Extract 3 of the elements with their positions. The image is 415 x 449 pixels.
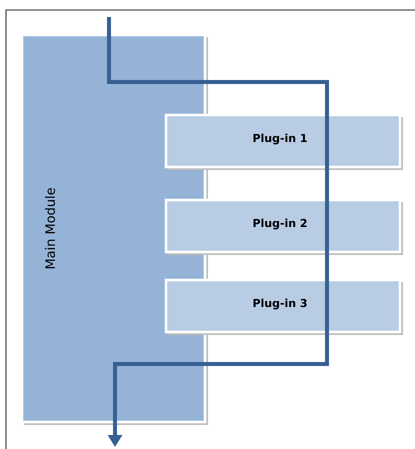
plugin-box: Plug-in 3 bbox=[164, 278, 403, 335]
plugin-box: Plug-in 1 bbox=[164, 114, 403, 170]
plugin-box: Plug-in 2 bbox=[164, 198, 403, 255]
